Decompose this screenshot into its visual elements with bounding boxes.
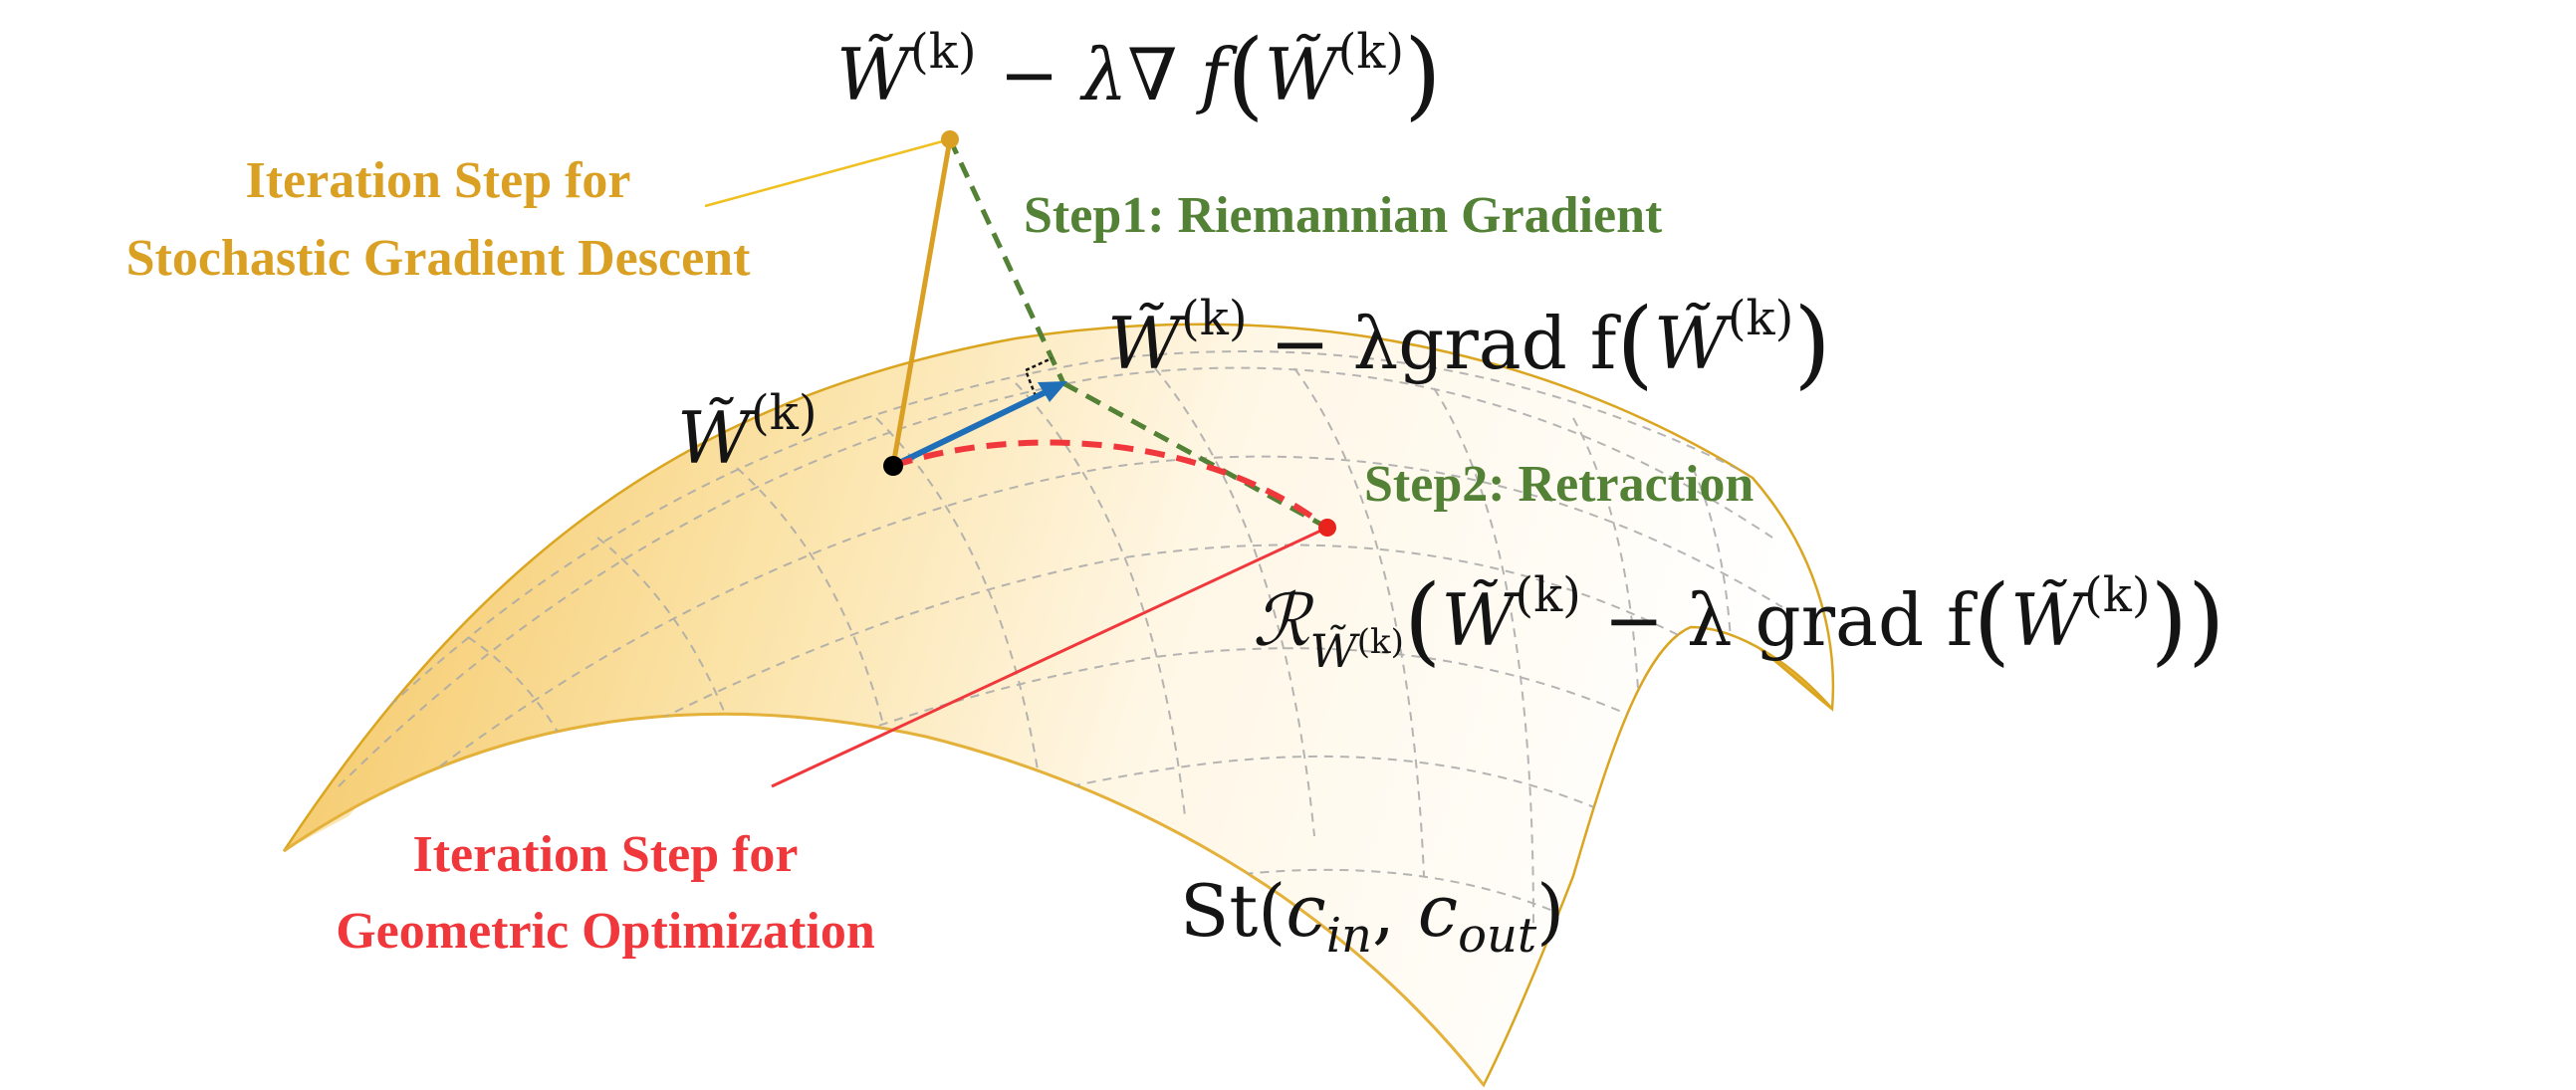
riemannian-projection-line — [947, 137, 1066, 385]
tangent-gradient-vector — [891, 388, 1050, 469]
step2-annotation: Step2: Retraction — [1364, 456, 1754, 513]
surface-sheet — [282, 323, 1835, 1088]
geometric-optimization-curve — [892, 439, 1329, 531]
retraction-point-label: ℛW̃(k)(W̃(k) − λ grad f(W̃(k))) — [1253, 564, 2225, 678]
current-point-label: W̃(k) — [677, 385, 818, 480]
tangent-arrowhead — [1038, 381, 1067, 402]
sgd-annotation-line2: Stochastic Gradient Descent — [126, 230, 751, 287]
sgd-point-label: W̃(k) − λ∇ f(W̃(k)) — [836, 19, 1442, 130]
step1-annotation: Step1: Riemannian Gradient — [1024, 187, 1663, 244]
manifold-surface — [282, 323, 1835, 1088]
manifold-label: St(cin, cout) — [1180, 869, 1564, 964]
sgd-annotation-line1: Iteration Step for — [245, 152, 630, 209]
geo-pointer-line — [771, 526, 1328, 788]
projected-point-label: W̃(k) − λgrad f(W̃(k)) — [1107, 288, 1831, 399]
retraction-point-dot — [1318, 519, 1336, 537]
current-point-dot — [883, 456, 903, 476]
geo-annotation-line2: Geometric Optimization — [336, 903, 875, 960]
sgd-pointer-line — [704, 137, 951, 208]
geo-annotation-line1: Iteration Step for — [412, 826, 798, 883]
surface-front-edge — [283, 712, 1486, 1086]
right-angle-marker — [1024, 356, 1053, 397]
sgd-step-arrow — [890, 138, 953, 467]
sgd-point-dot — [941, 130, 959, 148]
